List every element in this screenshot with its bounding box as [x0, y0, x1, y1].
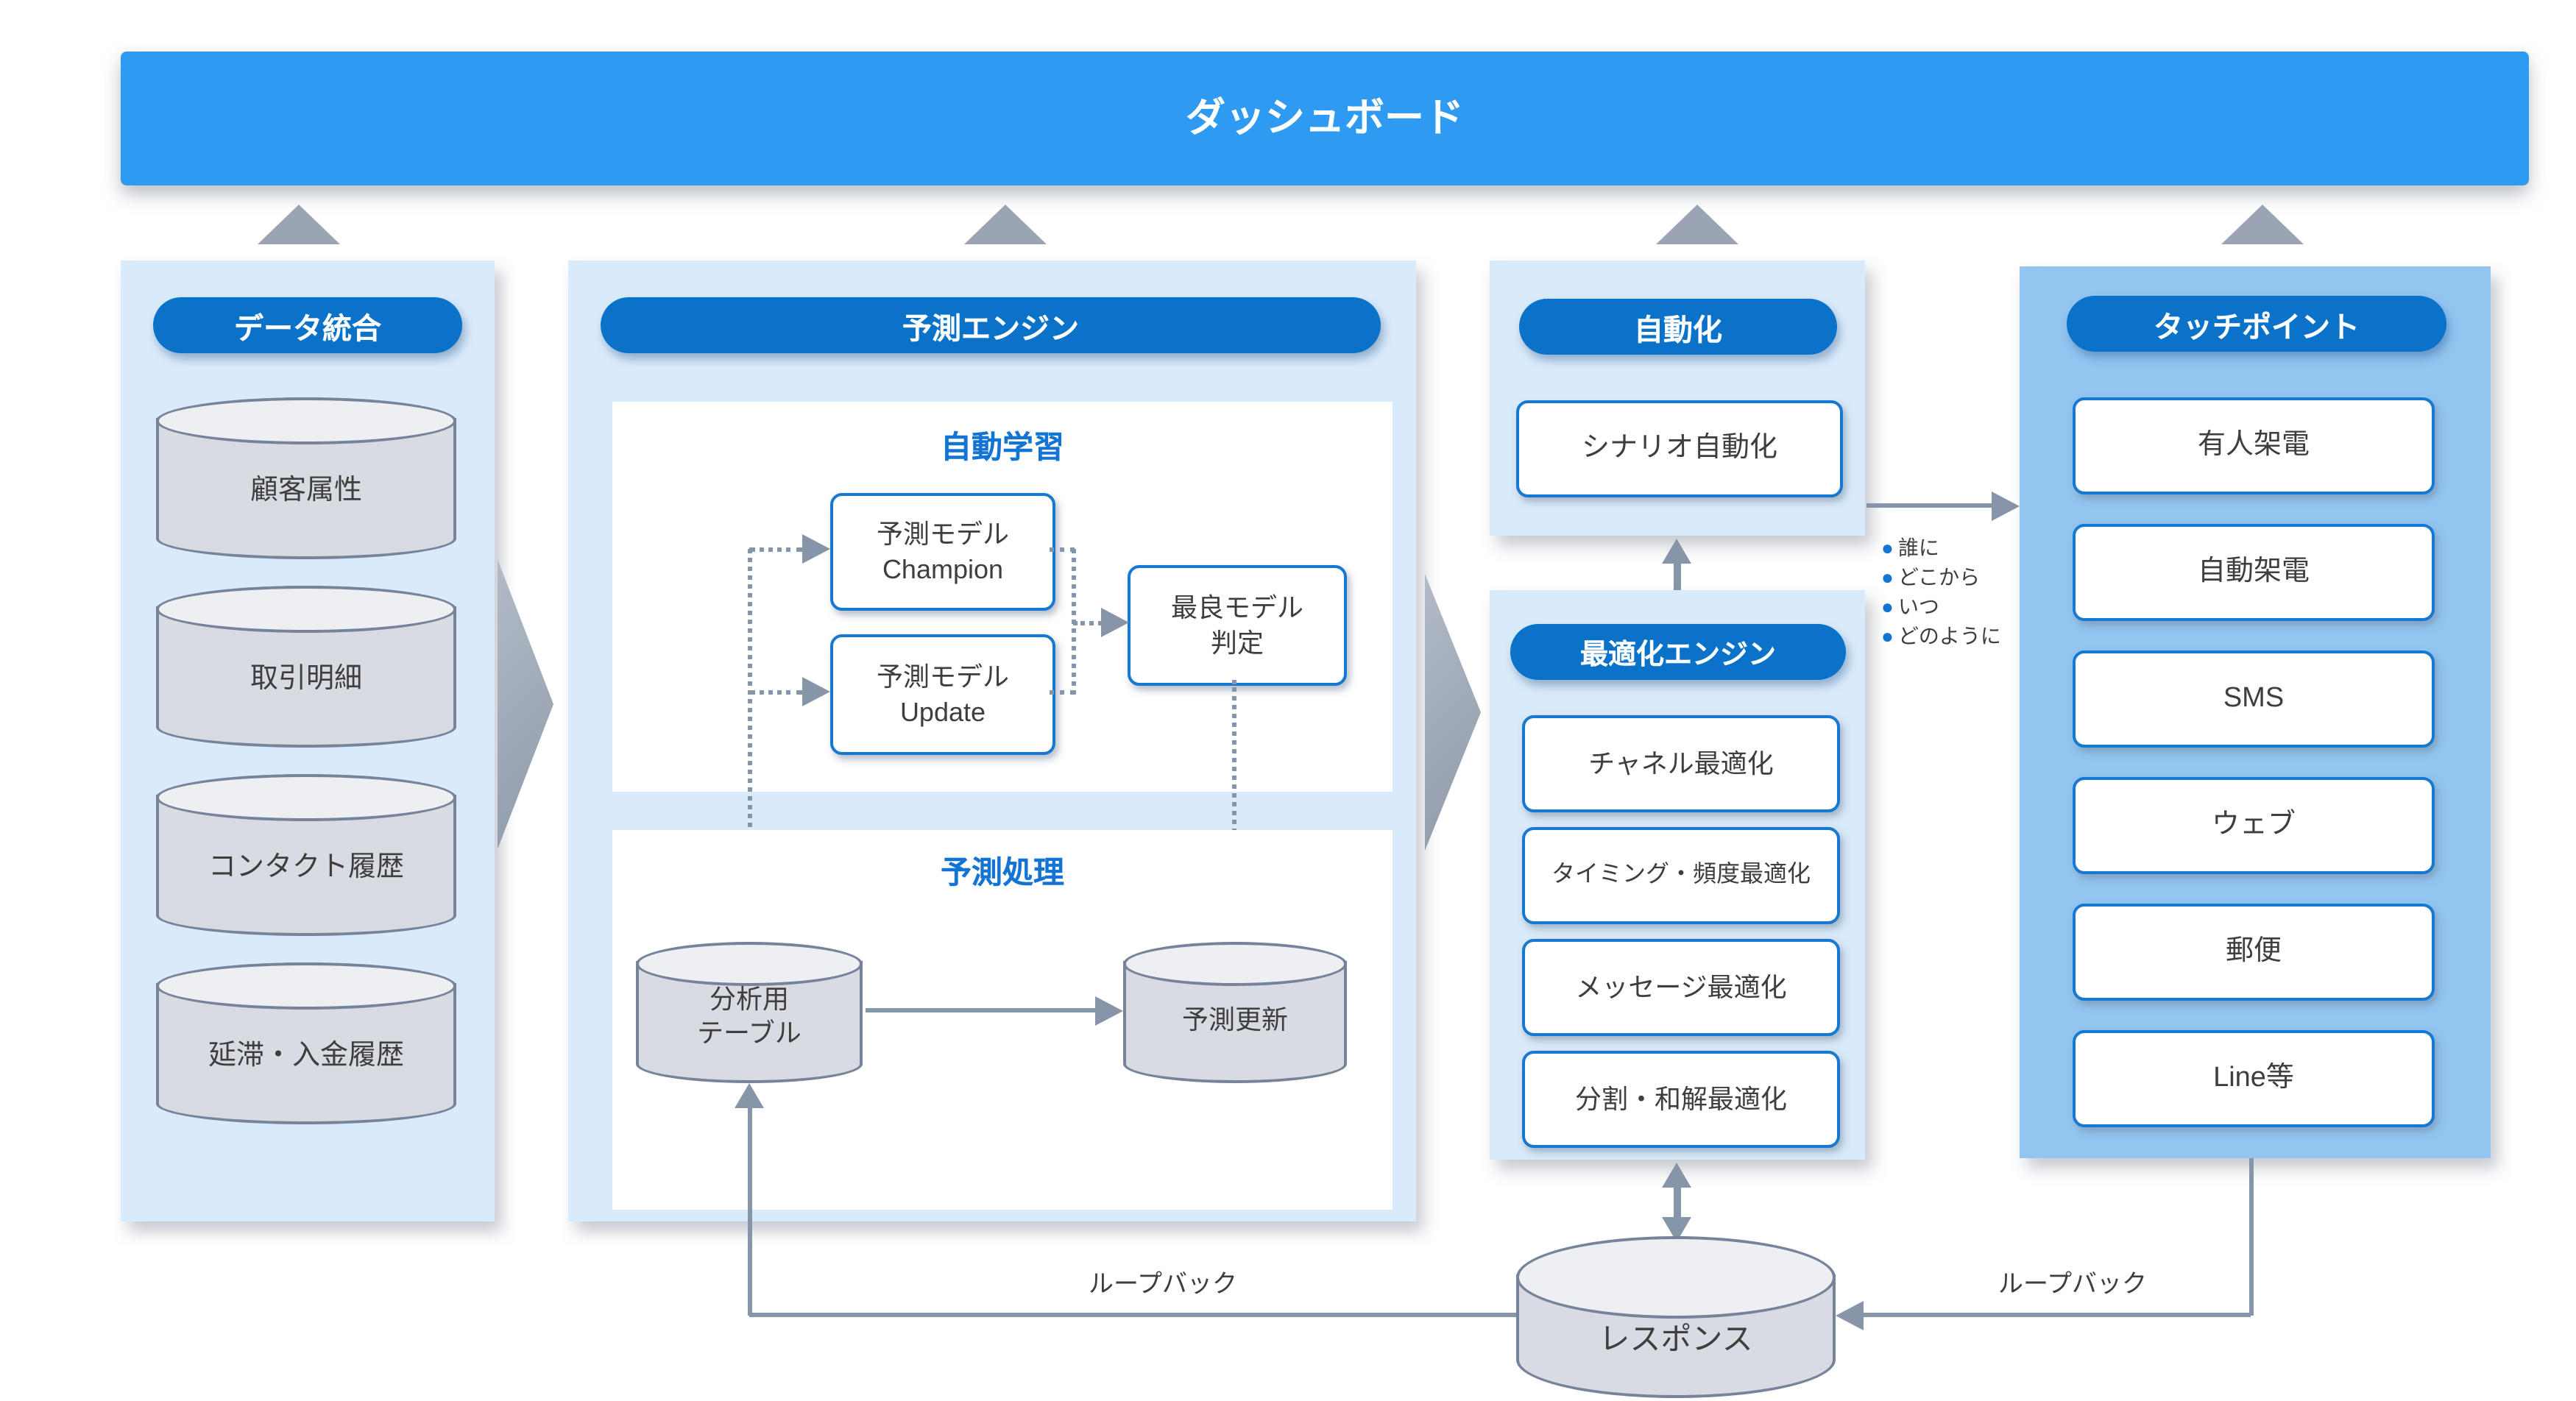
line-etc-box: Line等 — [2073, 1030, 2435, 1127]
loopback-line — [748, 1108, 752, 1316]
flow-arrow-right-icon — [498, 559, 553, 849]
connector-line — [1866, 503, 1996, 508]
best-model-judge-box: 最良モデル 判定 — [1128, 565, 1347, 686]
dotted-line — [749, 547, 802, 552]
bullet-dot-icon: ● — [1881, 624, 1894, 648]
database-contact-history: コンタクト履歴 — [156, 774, 456, 936]
touchpoints-header: タッチポイント — [2067, 296, 2446, 352]
database-analysis-table: 分析用 テーブル — [636, 942, 863, 1083]
double-arrow-up-icon — [1662, 539, 1691, 564]
dotted-arrowhead-right-icon — [802, 677, 830, 706]
up-arrow-icon — [1656, 205, 1738, 244]
database-transaction-details: 取引明細 — [156, 586, 456, 748]
targeting-bullet-list: ●誰に ●どこから ●いつ ●どのように — [1881, 533, 2058, 650]
database-customer-attributes: 顧客属性 — [156, 397, 456, 559]
champion-model-box: 予測モデル Champion — [830, 493, 1055, 611]
dotted-arrowhead-right-icon — [802, 534, 830, 564]
message-optimization-box: メッセージ最適化 — [1522, 939, 1840, 1036]
automation-title: 自動化 — [1634, 314, 1722, 347]
arrowhead-up-icon — [735, 1083, 764, 1108]
arrowhead-left-icon — [1836, 1301, 1864, 1330]
database-prediction-update: 予測更新 — [1123, 942, 1347, 1083]
dotted-line — [1073, 621, 1103, 625]
connector-line — [1674, 1185, 1681, 1220]
bullet-dot-icon: ● — [1881, 595, 1894, 618]
scenario-automation-box: シナリオ自動化 — [1516, 400, 1843, 497]
channel-optimization-box: チャネル最適化 — [1522, 715, 1840, 812]
dotted-line — [1050, 547, 1075, 552]
bullet-item: ●どのように — [1881, 624, 2001, 648]
double-arrow-up-icon — [1662, 1163, 1691, 1188]
automation-header: 自動化 — [1519, 299, 1837, 355]
postal-mail-box: 郵便 — [2073, 904, 2435, 1001]
dotted-line — [748, 549, 752, 942]
web-box: ウェブ — [2073, 777, 2435, 874]
loopback-line — [1864, 1313, 2251, 1317]
database-response: レスポンス — [1516, 1236, 1836, 1398]
split-settlement-optimization-box: 分割・和解最適化 — [1522, 1051, 1840, 1148]
manned-call-box: 有人架電 — [2073, 397, 2435, 494]
bullet-item: ●どこから — [1881, 565, 1981, 589]
database-payment-history: 延滞・入金履歴 — [156, 962, 456, 1124]
bullet-item: ●誰に — [1881, 536, 1939, 559]
optimization-engine-title: 最適化エンジン — [1579, 639, 1776, 670]
prediction-processing-title: 予測処理 — [941, 856, 1064, 890]
prediction-engine-title: 予測エンジン — [902, 313, 1079, 345]
dotted-line — [1050, 690, 1075, 695]
dotted-line — [749, 690, 802, 695]
dashboard-banner: ダッシュボード — [121, 52, 2529, 185]
loopback-left-label: ループバック — [1089, 1270, 1237, 1298]
update-model-box: 予測モデル Update — [830, 634, 1055, 755]
flow-arrow-right-icon — [1425, 574, 1481, 851]
connector-line — [1674, 561, 1681, 597]
up-arrow-icon — [258, 205, 340, 244]
bullet-dot-icon: ● — [1881, 536, 1894, 559]
sms-box: SMS — [2073, 650, 2435, 748]
data-integration-title: データ統合 — [234, 313, 381, 345]
auto-call-box: 自動架電 — [2073, 524, 2435, 621]
data-integration-header: データ統合 — [153, 297, 462, 353]
prediction-engine-header: 予測エンジン — [601, 297, 1381, 353]
dotted-line — [1232, 680, 1236, 904]
dotted-arrowhead-right-icon — [1101, 608, 1129, 637]
bullet-item: ●いつ — [1881, 595, 1939, 618]
connector-line — [866, 1008, 1098, 1012]
bullet-dot-icon: ● — [1881, 565, 1894, 589]
loopback-line — [749, 1313, 1516, 1317]
up-arrow-icon — [2221, 205, 2304, 244]
touchpoints-title: タッチポイント — [2154, 311, 2360, 344]
dashboard-title: ダッシュボード — [1186, 96, 1464, 140]
arrowhead-right-icon — [1992, 492, 2020, 521]
optimization-engine-header: 最適化エンジン — [1510, 624, 1846, 680]
loopback-right-label: ループバック — [1998, 1270, 2147, 1298]
up-arrow-icon — [964, 205, 1047, 244]
auto-learning-title: 自動学習 — [941, 431, 1064, 465]
loopback-line — [2249, 1158, 2254, 1316]
arrowhead-right-icon — [1095, 996, 1123, 1026]
timing-frequency-optimization-box: タイミング・頻度最適化 — [1522, 827, 1840, 924]
